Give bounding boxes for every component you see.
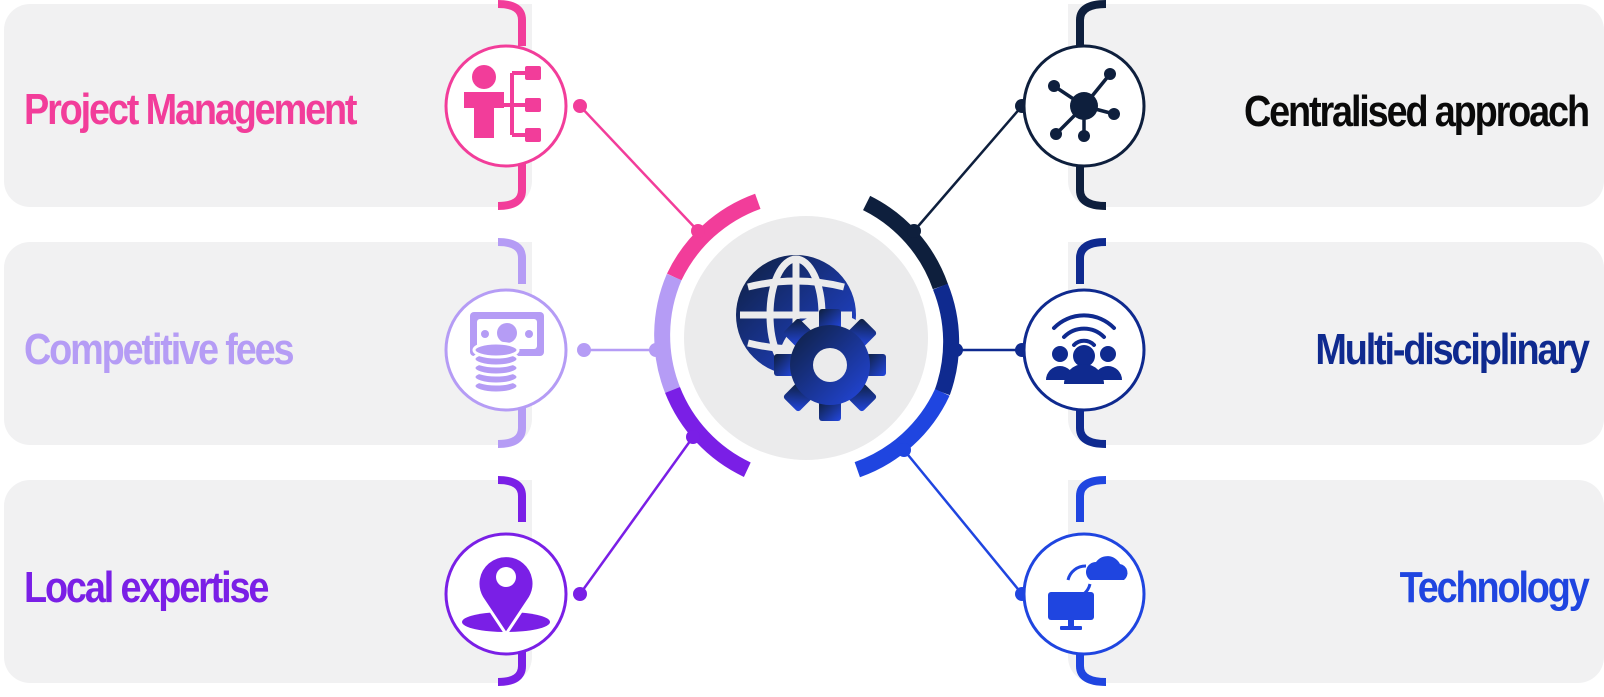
card-technology <box>1068 480 1604 683</box>
money-coins-icon <box>444 288 568 412</box>
label-centralised-approach: Centralised approach <box>1244 87 1590 136</box>
network-hub-icon <box>1022 44 1146 168</box>
globe-gear-icon <box>736 255 886 421</box>
label-competitive-fees: Competitive fees <box>24 325 295 374</box>
team-signal-icon <box>1022 288 1146 412</box>
label-multi-disciplinary: Multi-disciplinary <box>1315 325 1591 374</box>
cloud-computer-icon <box>1022 532 1146 656</box>
arc-technology <box>854 388 950 478</box>
arc-local-expertise <box>665 386 751 477</box>
arc-competitive-fees <box>654 273 682 393</box>
label-technology: Technology <box>1399 563 1590 612</box>
label-project-management: Project Management <box>24 85 358 134</box>
map-pin-icon <box>444 532 568 656</box>
org-chart-person-icon <box>444 44 568 168</box>
card-local-expertise <box>4 480 532 683</box>
arc-multi-disciplinary <box>932 283 960 396</box>
arc-project-management <box>666 193 761 281</box>
card-competitive-fees <box>4 242 532 445</box>
card-project-management <box>4 4 532 207</box>
card-multi-disciplinary <box>1068 242 1604 445</box>
card-centralised-approach <box>1068 4 1604 207</box>
label-local-expertise: Local expertise <box>24 563 269 612</box>
